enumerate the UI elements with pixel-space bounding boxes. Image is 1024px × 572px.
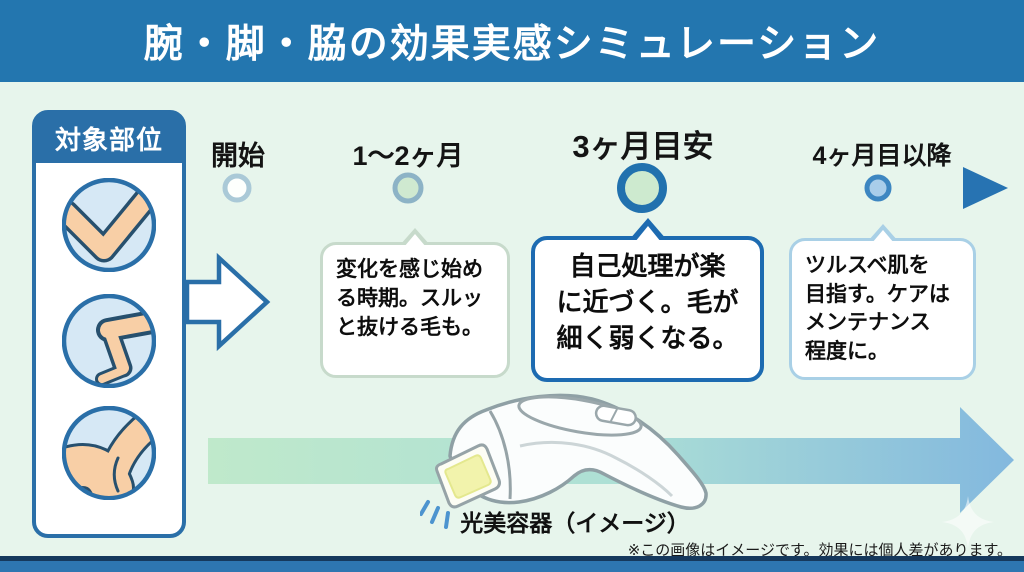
bubble-line: 変化を感じ始め (336, 258, 483, 281)
arm-icon (61, 177, 157, 273)
bubble-line: 細く弱くなる。 (556, 322, 739, 353)
ipl-device-icon (420, 393, 708, 529)
footer-navy-stripe (0, 556, 1024, 561)
timeline-arrowhead-icon (963, 167, 1008, 209)
timeline-dot-3months (617, 163, 667, 213)
bubble-line: る時期。スルッ (336, 286, 483, 310)
panel-arrow-icon (184, 252, 271, 352)
footer-blue-stripe (0, 561, 1024, 572)
flash-sparks-icon (420, 500, 450, 529)
sparkle-icon (942, 496, 994, 548)
milestone-label-3months: 3ヶ月目安 (572, 129, 714, 164)
page-title: 腕・脚・脇の効果実感シミュレーション (143, 23, 881, 66)
timeline-dot-4months (864, 174, 892, 202)
timeline-dot-1-2months (392, 172, 424, 204)
armpit-icon (61, 405, 157, 501)
device-caption: 光美容器（イメージ） (460, 510, 690, 536)
timeline-dot-start (222, 173, 252, 203)
bubble-3months-highlight: 自己処理が楽 に近づく。毛が 細く弱くなる。 (531, 218, 764, 382)
timeline (222, 163, 1008, 213)
bubble-line: と抜ける毛も。 (336, 315, 483, 339)
bubble-line: メンテナンス (805, 311, 931, 335)
target-areas-title: 対象部位 (35, 113, 183, 163)
bubble-line: ツルスベ肌を (805, 254, 930, 277)
bubble-line: に近づく。毛が (556, 286, 739, 317)
leg-icon (61, 293, 157, 389)
bubble-4months: ツルスベ肌を 目指す。ケアは メンテナンス 程度に。 (789, 224, 976, 380)
disclaimer-note: ※この画像はイメージです。効果には個人差があります。 (627, 542, 1012, 559)
header-bar: 腕・脚・脇の効果実感シミュレーション (0, 0, 1024, 82)
target-areas-panel: 対象部位 (32, 110, 186, 538)
bubble-line: 自己処理が楽 (569, 251, 726, 281)
milestone-label-1-2months: 1〜2ヶ月 (352, 141, 464, 171)
bubble-line: 目指す。ケアは (805, 282, 950, 306)
milestone-label-start: 開始 (211, 141, 265, 171)
milestone-label-4months: 4ヶ月目以降 (812, 142, 952, 170)
bubble-line: 程度に。 (805, 339, 889, 363)
bubble-1-2months: 変化を感じ始め る時期。スルッ と抜ける毛も。 (320, 228, 510, 378)
